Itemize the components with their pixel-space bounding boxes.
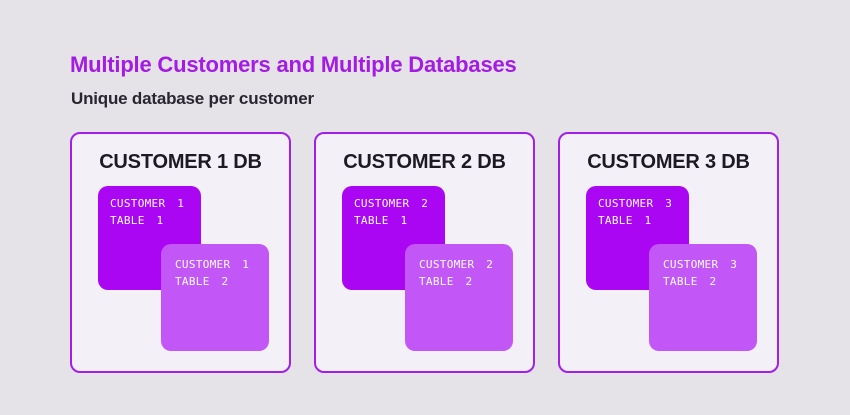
customer-1-db-heading: CUSTOMER 1 DB — [99, 151, 262, 173]
table-label-line: CUSTOMER 1 — [110, 197, 185, 210]
customer-2-table-2-tile: CUSTOMER 2 TABLE 2 — [405, 244, 513, 351]
diagram-title: Multiple Customers and Multiple Database… — [70, 52, 517, 77]
table-label-line: CUSTOMER 2 — [354, 197, 429, 210]
customer-3-db-heading: CUSTOMER 3 DB — [587, 151, 750, 173]
table-label-line: CUSTOMER 1 — [175, 258, 250, 271]
customer-2-db-heading: CUSTOMER 2 DB — [343, 151, 506, 173]
customer-2-db-box: CUSTOMER 2 DB CUSTOMER 2 TABLE 1 CUSTOME… — [314, 132, 535, 373]
table-label-line: TABLE 2 — [419, 275, 473, 288]
table-label-line: TABLE 1 — [354, 214, 408, 227]
diagram-subtitle: Unique database per customer — [71, 89, 314, 108]
customer-3-table-2-tile: CUSTOMER 3 TABLE 2 — [649, 244, 757, 351]
table-label-line: CUSTOMER 3 — [663, 258, 738, 271]
customer-1-table-1-tile: CUSTOMER 1 TABLE 1 — [98, 186, 201, 290]
customer-3-db-box: CUSTOMER 3 DB CUSTOMER 3 TABLE 1 CUSTOME… — [558, 132, 779, 373]
table-label-line: CUSTOMER 3 — [598, 197, 673, 210]
customer-1-table-2-tile: CUSTOMER 1 TABLE 2 — [161, 244, 269, 351]
table-label-line: TABLE 2 — [663, 275, 717, 288]
table-label-line: TABLE 1 — [110, 214, 164, 227]
customer-1-db-box: CUSTOMER 1 DB CUSTOMER 1 TABLE 1 CUSTOME… — [70, 132, 291, 373]
table-label-line: TABLE 1 — [598, 214, 652, 227]
table-label-line: TABLE 2 — [175, 275, 229, 288]
table-label-line: CUSTOMER 2 — [419, 258, 494, 271]
